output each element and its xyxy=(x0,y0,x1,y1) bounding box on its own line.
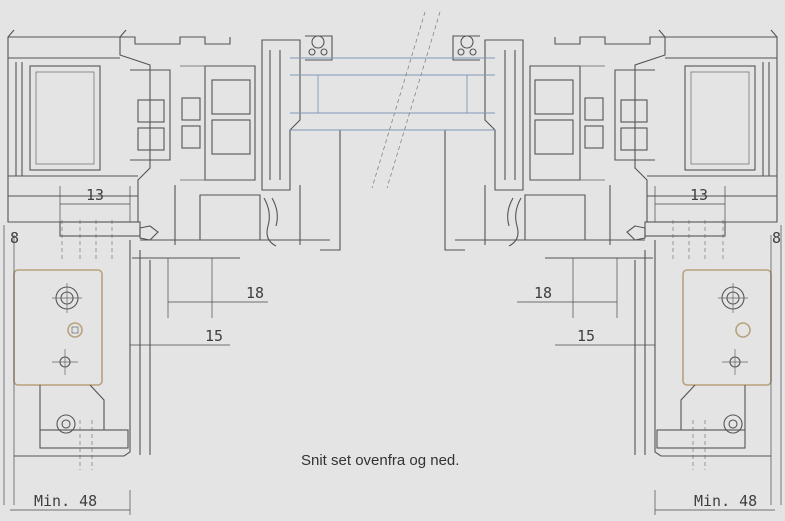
left-profile-assembly: 13 8 18 15 Min. 48 xyxy=(3,29,410,515)
left-dim-18: 18 xyxy=(246,284,264,302)
right-dim-8: 8 xyxy=(772,229,781,247)
left-sash-profile xyxy=(261,35,341,251)
right-glass-unit xyxy=(400,57,495,131)
left-dim-min48: Min. 48 xyxy=(34,492,97,510)
drawing-caption: Snit set ovenfra og ned. xyxy=(301,452,460,469)
right-dim-min48: Min. 48 xyxy=(694,492,757,510)
left-frame-profile xyxy=(7,29,330,245)
right-dim-13: 13 xyxy=(690,186,708,204)
right-dimensions xyxy=(517,186,782,515)
section-break-lines xyxy=(371,11,441,189)
right-profile-assembly xyxy=(400,29,782,515)
left-dim-13: 13 xyxy=(86,186,104,204)
right-sash-profile xyxy=(444,35,524,251)
right-frame-profile xyxy=(455,29,778,245)
left-hinge-plate xyxy=(13,269,103,386)
right-dim-18: 18 xyxy=(534,284,552,302)
left-glass-unit xyxy=(290,57,410,131)
right-dim-15: 15 xyxy=(577,327,595,345)
left-hinge-mount xyxy=(13,220,240,470)
left-dim-8: 8 xyxy=(10,229,19,247)
left-dim-15: 15 xyxy=(205,327,223,345)
left-dimensions xyxy=(3,186,268,515)
